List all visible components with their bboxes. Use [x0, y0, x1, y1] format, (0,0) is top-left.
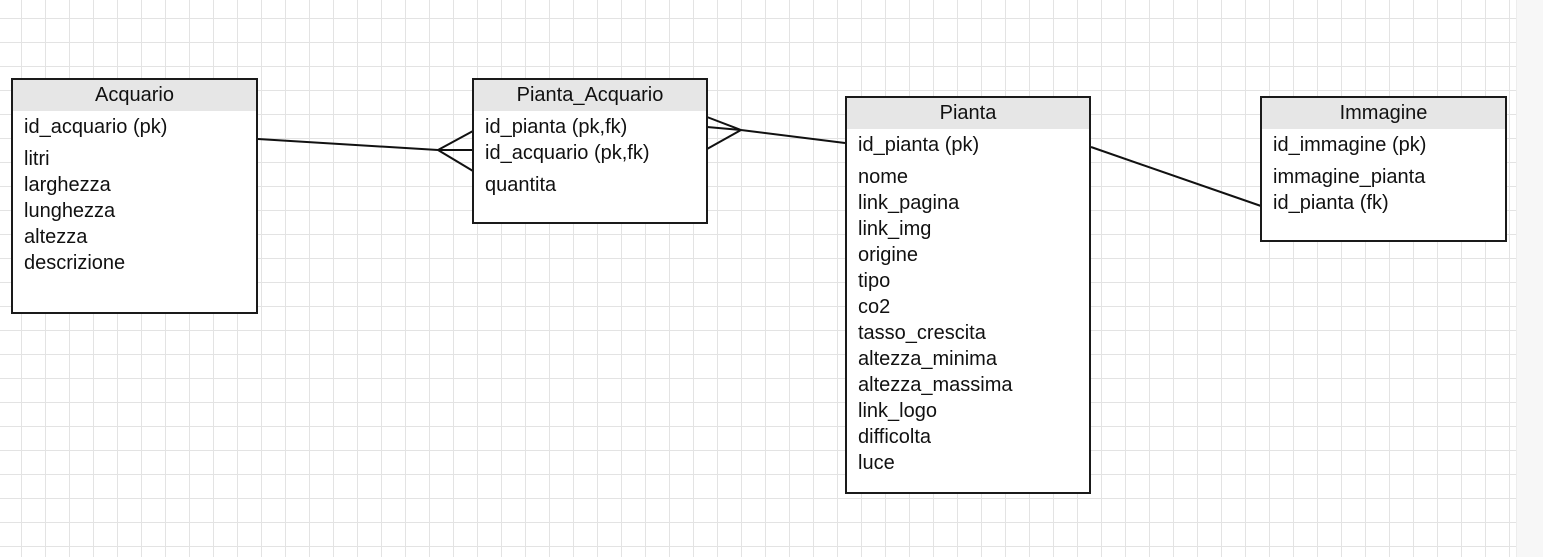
attribute: descrizione: [24, 252, 126, 274]
connector-line: [740, 129, 846, 144]
relationship-pianta-pianta-acquario[interactable]: [706, 116, 846, 150]
attribute: tipo: [858, 270, 891, 292]
connector-line: [257, 138, 439, 151]
key-attribute: id_acquario (pk): [24, 116, 168, 138]
attribute: larghezza: [24, 174, 111, 196]
connector-line: [1090, 146, 1262, 207]
entity-pianta[interactable]: Pianta id_pianta (pk) nome link_pagina l…: [845, 96, 1091, 494]
entity-title: Pianta_Acquario: [474, 80, 706, 111]
relationship-pianta-immagine[interactable]: [1090, 146, 1262, 207]
attribute: litri: [24, 148, 50, 170]
crows-foot-prong-lower: [437, 149, 474, 172]
crows-foot-prong-lower: [706, 129, 742, 150]
entity-title: Pianta: [847, 98, 1089, 129]
attribute: link_pagina: [858, 192, 960, 214]
attribute: altezza: [24, 226, 88, 248]
attribute: luce: [858, 452, 895, 474]
relationship-acquario-pianta-acquario[interactable]: [257, 130, 474, 172]
scroll-gutter: [1516, 0, 1543, 557]
key-attribute: id_pianta (pk,fk): [485, 116, 628, 138]
attribute: id_pianta (fk): [1273, 192, 1389, 214]
attribute: nome: [858, 166, 909, 188]
attribute: origine: [858, 244, 919, 266]
crows-foot-prong-middle: [706, 126, 742, 131]
entity-title: Acquario: [13, 80, 256, 111]
entity-immagine[interactable]: Immagine id_immagine (pk) immagine_piant…: [1260, 96, 1507, 242]
entity-pianta-acquario[interactable]: Pianta_Acquario id_pianta (pk,fk) id_acq…: [472, 78, 708, 224]
attribute: tasso_crescita: [858, 322, 986, 344]
key-attribute: id_acquario (pk,fk): [485, 142, 650, 164]
attribute: difficolta: [858, 426, 932, 448]
key-attribute: id_immagine (pk): [1273, 134, 1427, 156]
entity-attributes: id_acquario (pk) litri larghezza lunghez…: [13, 111, 256, 276]
entity-attributes: id_pianta (pk,fk) id_acquario (pk,fk) qu…: [474, 111, 706, 198]
crows-foot-prong-upper: [437, 130, 474, 151]
attribute: immagine_pianta: [1273, 166, 1426, 188]
attribute: altezza_massima: [858, 374, 1013, 396]
crows-foot-prong-upper: [706, 116, 742, 131]
attribute: link_img: [858, 218, 932, 240]
entity-acquario[interactable]: Acquario id_acquario (pk) litri larghezz…: [11, 78, 258, 314]
key-attribute: id_pianta (pk): [858, 134, 980, 156]
entity-attributes: id_pianta (pk) nome link_pagina link_img…: [847, 129, 1089, 476]
entity-attributes: id_immagine (pk) immagine_pianta id_pian…: [1262, 129, 1505, 216]
attribute: quantita: [485, 174, 557, 196]
attribute: altezza_minima: [858, 348, 997, 370]
entity-title: Immagine: [1262, 98, 1505, 129]
attribute: link_logo: [858, 400, 937, 422]
attribute: co2: [858, 296, 891, 318]
attribute: lunghezza: [24, 200, 116, 222]
